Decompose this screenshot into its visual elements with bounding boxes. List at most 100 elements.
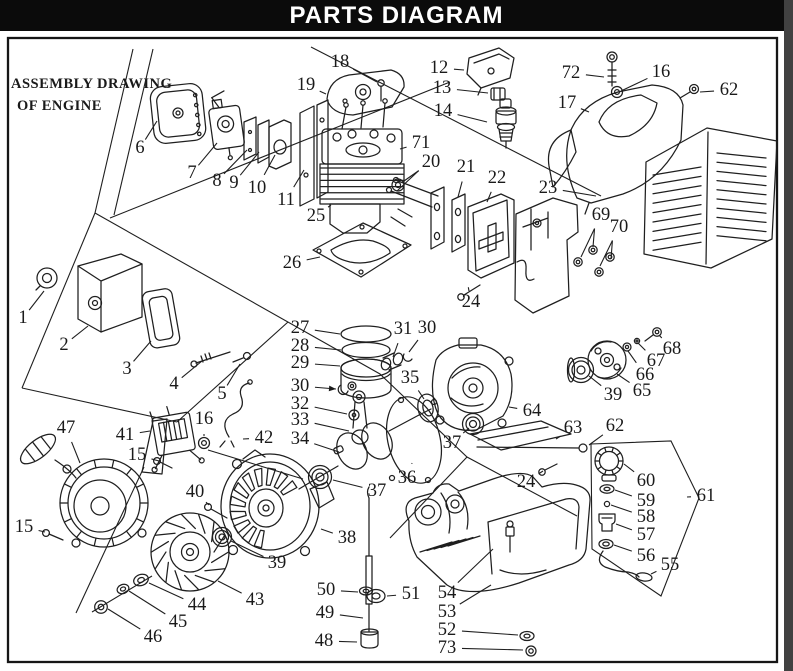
callout-55: 55 [650,555,680,575]
part-spark-plug-14 [495,98,517,149]
part-airbox-2 [77,253,143,333]
callout-33: 33 [291,410,350,432]
callout-67: 67 [637,342,665,371]
part-rod-49 [365,486,373,632]
svg-text:54: 54 [438,583,457,603]
svg-text:72: 72 [562,63,581,83]
svg-text:22: 22 [488,168,507,188]
part-washer-66 [622,342,632,352]
svg-text:60: 60 [637,471,656,491]
part-head-studs [341,98,388,130]
callout-13: 13 [433,78,489,98]
svg-text:26: 26 [283,253,302,273]
svg-text:44: 44 [188,595,207,615]
callout-10: 10 [248,154,276,198]
svg-text:36: 36 [398,468,417,488]
svg-text:37: 37 [368,481,387,501]
callout-12: 12 [430,58,465,78]
svg-text:62: 62 [720,80,739,100]
callout-16: 16 [620,62,670,92]
svg-text:55: 55 [661,555,680,575]
svg-text:12: 12 [430,58,449,78]
part-ball-58 [603,500,611,508]
part-nut-16-crank [197,436,211,450]
part-oil-seal-39 [211,526,233,548]
svg-text:10: 10 [248,178,267,198]
part-muffler-cover-23 [514,197,579,314]
callout-38: 38 [320,528,356,548]
svg-text:32: 32 [291,394,310,414]
svg-text:39: 39 [604,385,623,405]
part-washer-59 [599,484,615,494]
svg-text:53: 53 [438,602,457,622]
svg-text:29: 29 [291,353,310,373]
svg-text:28: 28 [291,336,310,356]
svg-text:20: 20 [422,152,441,172]
callout-57: 57 [615,523,656,545]
svg-text:25: 25 [307,206,326,226]
svg-text:6: 6 [135,138,144,158]
callout-17: 17 [558,93,590,113]
callout-15: 15 [15,517,46,537]
svg-text:68: 68 [663,339,682,359]
callout-63: 63 [555,418,583,440]
callout-47: 47 [57,418,81,464]
svg-text:37: 37 [443,433,462,453]
svg-text:7: 7 [187,163,196,183]
part-nut-46 [94,600,108,614]
part-wrist-pin-31 [380,352,404,371]
part-screw-68 [644,327,662,342]
callout-58: 58 [610,504,655,527]
callout-72: 72 [562,63,605,83]
svg-text:16: 16 [195,409,214,429]
svg-text:49: 49 [316,603,335,623]
callout-43: 43 [217,580,264,610]
part-kill-wire-42 [219,379,253,448]
callout-35: 35 [401,368,425,400]
callout-5: 5 [217,363,241,404]
callout-62: 62 [588,416,624,446]
part-filter-cover-6 [149,82,207,144]
part-crankcase-gasket-36 [385,396,443,484]
callout-20: 20 [396,152,441,192]
callout-65: 65 [616,373,652,401]
svg-text:63: 63 [564,418,583,438]
part-piston-29 [340,358,392,399]
callout-68: 68 [658,334,682,359]
svg-text:4: 4 [169,374,178,394]
part-switch-12 [466,47,515,96]
callout-24: 24 [517,470,544,492]
callout-31: 31 [392,319,413,358]
callout-30: 30 [408,318,436,353]
part-washer-52 [519,630,535,642]
callout-37: 37 [332,479,387,501]
callout-29: 29 [291,353,341,373]
svg-text:31: 31 [394,319,413,339]
callout-48: 48 [315,631,358,651]
part-filter-body-57 [598,513,616,532]
svg-text:51: 51 [402,584,421,604]
callout-36: 36 [398,462,417,488]
callout-18: 18 [331,52,378,83]
callout-44: 44 [148,582,207,615]
svg-text:48: 48 [315,631,334,651]
svg-text:46: 46 [144,627,163,647]
callout-11: 11 [277,169,305,210]
callout-25: 25 [307,204,332,226]
callout-37: 37 [443,427,470,453]
callout-41: 41 [116,425,151,445]
svg-text:1: 1 [18,308,27,328]
part-recoil-starter-47 [19,411,168,548]
callout-61: 61 [686,486,715,506]
part-gasket-8 [243,116,257,161]
svg-text:57: 57 [637,525,656,545]
svg-text:65: 65 [633,381,652,401]
svg-text:2: 2 [59,335,68,355]
assembly-label-line1: ASSEMBLY DRAWING [11,76,172,92]
part-nuts-69-70 [573,245,615,277]
svg-text:15: 15 [15,517,34,537]
part-washer-45 [116,583,130,595]
svg-text:52: 52 [438,620,457,640]
part-piston-rings-27-28 [340,325,392,359]
